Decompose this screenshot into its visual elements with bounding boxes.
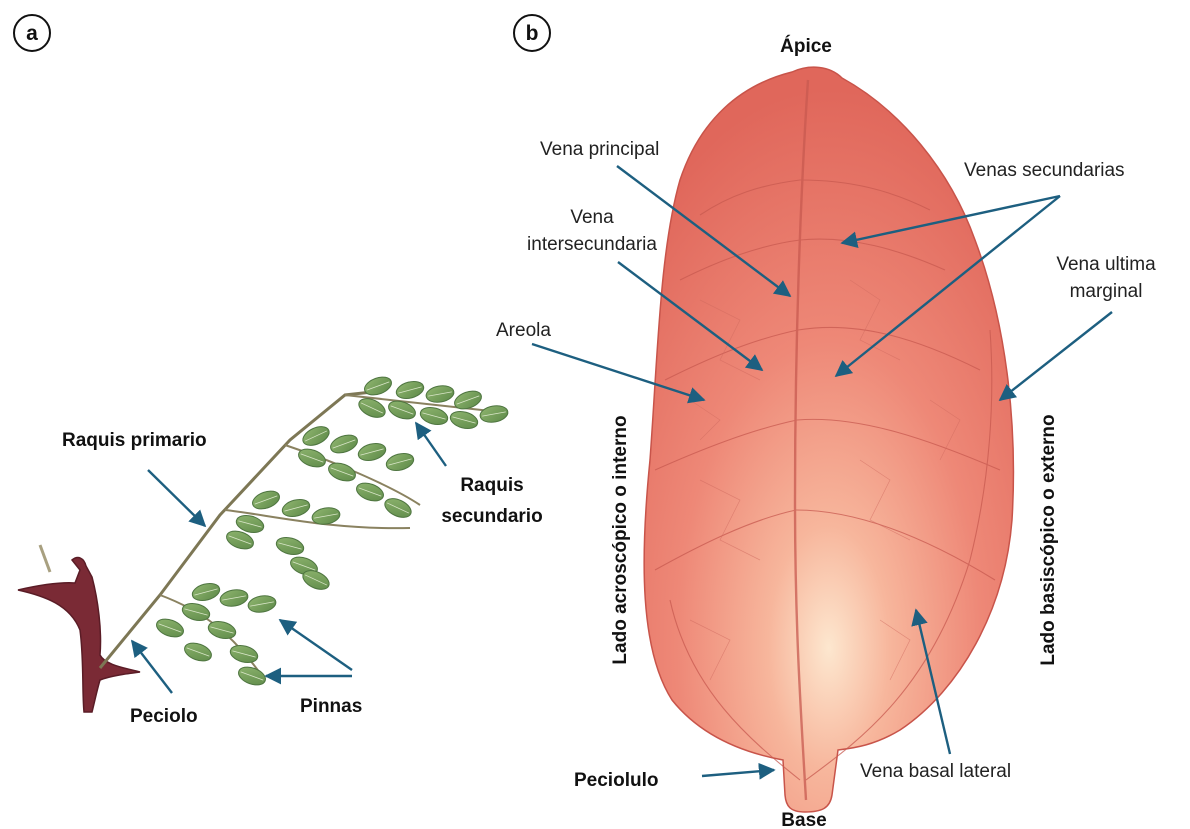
panel-a: a: [14, 15, 543, 727]
arrow-marginal-vein: [1000, 312, 1112, 400]
panel-a-badge: a: [14, 15, 50, 51]
label-secondary-veins: Venas secundarias: [964, 160, 1125, 181]
leaf-blade: [644, 67, 1013, 812]
secondary-rachises: [160, 395, 500, 680]
arrow-petiole: [132, 641, 172, 693]
arrow-primary-rachis: [148, 470, 205, 526]
arrow-secondary-rachis: [416, 423, 446, 466]
arrow-petiolule: [702, 770, 774, 776]
label-secondary-rachis-line2: secundario: [441, 506, 542, 527]
label-petiolule: Peciolulo: [574, 770, 658, 791]
label-apex: Ápice: [780, 35, 832, 57]
label-main-vein: Vena principal: [540, 139, 659, 160]
panel-a-letter: a: [26, 22, 38, 45]
label-marginal-vein-line2: marginal: [1070, 281, 1143, 302]
label-acroscopic-side: Lado acroscópico o interno: [610, 415, 631, 664]
panel-b: b: [496, 15, 1156, 829]
label-basal-lateral-vein: Vena basal lateral: [860, 761, 1011, 782]
label-basiscopic-side: Lado basiscópico o externo: [1038, 414, 1059, 665]
label-areole: Areola: [496, 320, 551, 341]
panel-b-badge: b: [514, 15, 550, 51]
label-intersecondary-vein-line1: Vena: [570, 207, 614, 228]
label-petiole: Peciolo: [130, 706, 198, 727]
label-primary-rachis: Raquis primario: [62, 430, 207, 451]
panel-b-letter: b: [526, 22, 539, 45]
label-base: Base: [781, 810, 826, 829]
label-intersecondary-vein-line2: intersecundaria: [527, 234, 657, 255]
arrow-pinnae-upper: [280, 620, 352, 670]
label-secondary-rachis-line1: Raquis: [460, 475, 523, 496]
label-pinnae: Pinnas: [300, 696, 362, 717]
label-marginal-vein-line1: Vena ultima: [1056, 254, 1156, 275]
thorny-stem: [18, 545, 140, 712]
